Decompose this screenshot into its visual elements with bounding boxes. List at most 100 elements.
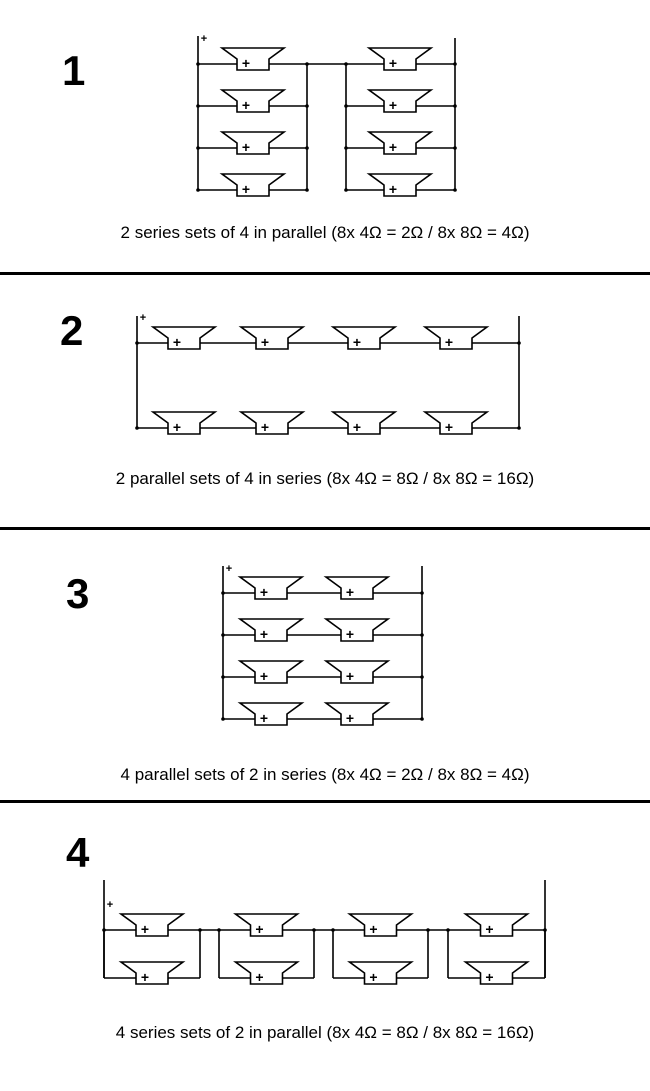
junction-dot [453,188,457,192]
speaker-plus-mark: + [346,710,354,726]
speaker-icon [422,411,490,435]
junction-dot [543,928,547,932]
speaker-icon [366,131,434,155]
speaker-icon [347,913,414,937]
junction-dot [331,928,335,932]
speaker-plus-mark: + [242,97,250,113]
junction-dot [196,104,200,108]
speaker-plus-mark: + [260,668,268,684]
speaker-icon [330,411,398,435]
junction-dot [344,146,348,150]
speaker-icon [323,660,391,684]
divider-3 [0,800,650,803]
speaker-plus-mark: + [141,969,149,985]
speaker-icon [323,618,391,642]
speaker-plus-mark: + [173,334,181,350]
panel-1-caption: 2 series sets of 4 in parallel (8x 4Ω = … [120,223,530,242]
speaker-icon [330,326,398,350]
positive-terminal-mark: + [226,563,232,575]
speaker-plus-mark: + [255,969,263,985]
speaker-plus-mark: + [242,55,250,71]
divider-2 [0,527,650,530]
junction-dot [453,146,457,150]
junction-dot [517,341,521,345]
speaker-icon [233,913,300,937]
junction-dot [135,426,139,430]
speaker-plus-mark: + [445,419,453,435]
panel-1-number: 1 [62,47,86,94]
speaker-plus-mark: + [261,334,269,350]
speaker-plus-mark: + [369,969,377,985]
panel-3-caption: 4 parallel sets of 2 in series (8x 4Ω = … [120,765,530,784]
speaker-icon [238,411,306,435]
speaker-icon [237,702,305,726]
junction-dot [305,62,309,66]
junction-dot [305,188,309,192]
speaker-icon [366,89,434,113]
speaker-plus-mark: + [389,97,397,113]
junction-dot [344,62,348,66]
speaker-plus-mark: + [261,419,269,435]
junction-dot [221,675,225,679]
speaker-plus-mark: + [346,626,354,642]
speaker-icon [463,961,530,985]
positive-terminal-mark: + [107,899,113,911]
speaker-icon [219,89,287,113]
speaker-icon [150,411,218,435]
junction-dot [221,591,225,595]
junction-dot [453,62,457,66]
positive-terminal-mark: + [140,312,146,324]
junction-dot [344,188,348,192]
junction-dot [305,104,309,108]
speaker-plus-mark: + [445,334,453,350]
speaker-icon [366,47,434,71]
speaker-plus-mark: + [353,334,361,350]
junction-dot [420,591,424,595]
speaker-plus-mark: + [485,921,493,937]
speaker-plus-mark: + [369,921,377,937]
speaker-plus-mark: + [260,626,268,642]
junction-dot [420,675,424,679]
junction-dot [446,928,450,932]
speaker-plus-mark: + [346,584,354,600]
junction-dot [102,928,106,932]
speaker-plus-mark: + [485,969,493,985]
junction-dot [135,341,139,345]
speaker-icon [237,576,305,600]
junction-dot [221,717,225,721]
positive-terminal-mark: + [201,33,207,45]
junction-dot [344,104,348,108]
speaker-plus-mark: + [242,181,250,197]
speaker-icon [323,702,391,726]
speaker-plus-mark: + [389,55,397,71]
divider-1 [0,272,650,275]
junction-dot [196,62,200,66]
panel-2-number: 2 [60,307,84,354]
panel-4-caption: 4 series sets of 2 in parallel (8x 4Ω = … [115,1023,535,1042]
speaker-icon [366,173,434,197]
junction-dot [517,426,521,430]
speaker-plus-mark: + [389,139,397,155]
junction-dot [420,717,424,721]
junction-dot [196,188,200,192]
speaker-icon [118,913,186,937]
speaker-icon [323,576,391,600]
panel-2-caption: 2 parallel sets of 4 in series (8x 4Ω = … [115,469,535,488]
speaker-plus-mark: + [141,921,149,937]
panel-3-number: 3 [66,570,90,617]
panel-4-number: 4 [66,829,90,876]
speaker-icon [237,618,305,642]
speaker-icon [237,660,305,684]
speaker-icon [219,131,287,155]
speaker-plus-mark: + [255,921,263,937]
speaker-plus-mark: + [389,181,397,197]
speaker-icon [238,326,306,350]
speaker-icon [219,173,287,197]
speaker-icon [347,961,414,985]
speaker-plus-mark: + [346,668,354,684]
speaker-icon [118,961,186,985]
junction-dot [453,104,457,108]
junction-dot [305,146,309,150]
speaker-plus-mark: + [242,139,250,155]
